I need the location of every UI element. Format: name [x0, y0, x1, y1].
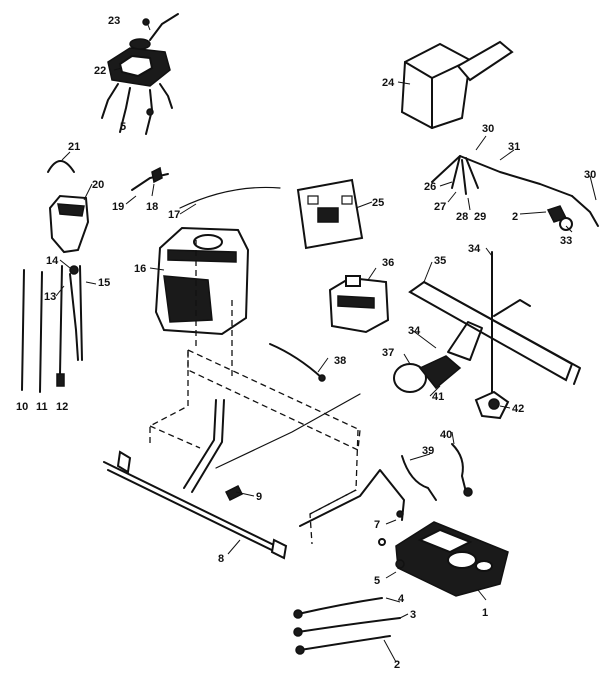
callout-2: 2: [394, 659, 400, 671]
drive-motor-part: [393, 321, 483, 393]
callout-15: 15: [98, 277, 110, 289]
callout-12: 12: [56, 401, 68, 413]
leader-lines: [55, 19, 597, 663]
callout-29: 29: [474, 211, 486, 223]
callout-37: 37: [382, 347, 394, 359]
rail-bar-part: [408, 251, 581, 405]
callout-40: 40: [440, 429, 452, 441]
callout-labels: 1 2 3 4 5 5 7 8 9 10 11 12 13 14 15 16 1…: [16, 15, 596, 671]
callout-41: 41: [432, 391, 444, 403]
callout-3: 3: [410, 609, 416, 621]
transformer-part: [328, 275, 390, 334]
callout-16: 16: [134, 263, 146, 275]
cable-leads-part: [293, 597, 401, 655]
callout-23: 23: [108, 15, 120, 27]
callout-26: 26: [424, 181, 436, 193]
callout-36: 36: [382, 257, 394, 269]
callout-38: 38: [334, 355, 346, 367]
switch-housing-part: [101, 13, 179, 135]
callout-19: 19: [112, 201, 124, 213]
callout-4: 4: [398, 593, 405, 605]
callout-34-upper: 34: [468, 243, 481, 255]
callout-30-left: 30: [482, 123, 494, 135]
callout-11: 11: [36, 401, 48, 413]
callout-33: 33: [560, 235, 572, 247]
callout-5-upper: 5: [120, 121, 126, 133]
callout-24: 24: [382, 77, 395, 89]
callout-30-right: 30: [584, 169, 596, 181]
callout-9: 9: [256, 491, 262, 503]
callout-2-upper: 2: [512, 211, 518, 223]
callout-21: 21: [68, 141, 80, 153]
jumper-wire-part: [269, 343, 326, 382]
callout-5-lower: 5: [374, 575, 380, 587]
lead-wires-part: [401, 443, 473, 501]
frame-phantom-outline: [149, 240, 361, 545]
stand-frame-part: [103, 393, 405, 560]
callout-22: 22: [94, 65, 106, 77]
callout-27: 27: [434, 201, 446, 213]
callout-17: 17: [168, 209, 180, 221]
callout-1: 1: [482, 607, 488, 619]
wire-harness-part: [431, 155, 599, 231]
clamp-part: [474, 390, 510, 420]
callout-34-lower: 34: [408, 325, 421, 337]
callout-20: 20: [92, 179, 104, 191]
callout-7: 7: [374, 519, 380, 531]
control-box-part: [395, 521, 509, 597]
callout-42: 42: [512, 403, 524, 415]
callout-39: 39: [422, 445, 434, 457]
callout-31: 31: [508, 141, 520, 153]
plug-housing-part: [47, 160, 90, 254]
handle-part: [400, 40, 514, 130]
wire-fittings-part: [131, 166, 281, 209]
motor-housing-part: [154, 226, 250, 336]
callout-13: 13: [44, 291, 56, 303]
callout-28: 28: [456, 211, 468, 223]
callout-14: 14: [46, 255, 59, 267]
cord-set-parts: [21, 265, 83, 393]
callout-18: 18: [146, 201, 158, 213]
screws-part: [146, 108, 405, 569]
circuit-board-part: [296, 178, 364, 250]
callout-8: 8: [218, 553, 224, 565]
callout-25: 25: [372, 197, 384, 209]
callout-10: 10: [16, 401, 28, 413]
callout-35: 35: [434, 255, 446, 267]
